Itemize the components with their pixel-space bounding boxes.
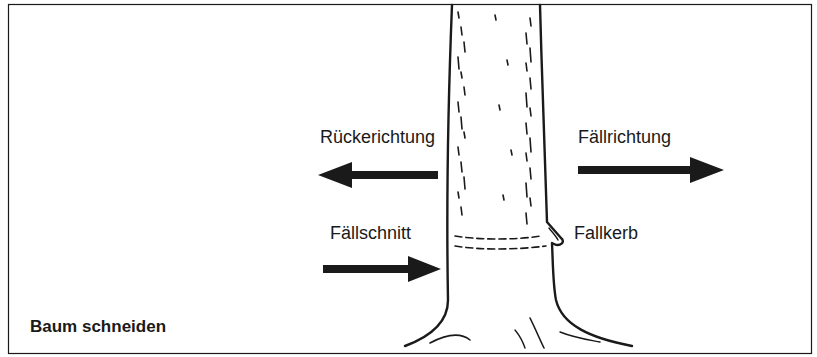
bark-stroke [458,102,459,112]
cut-label: Fällschnitt [330,222,411,244]
arrow-left [318,162,438,188]
arrow-cut [323,256,441,282]
bark-stroke [530,168,531,179]
bark-stroke [461,72,462,78]
bark-stroke [461,117,462,129]
bark-stroke [461,27,462,35]
bark-stroke [526,153,527,161]
bark-stroke [458,192,459,198]
bark-stroke [464,132,465,138]
bark-stroke [495,15,496,20]
bark-stroke [461,207,462,215]
bark-stroke [526,93,527,107]
caption: Baum schneiden [30,316,166,337]
bark-stroke [499,105,500,110]
bark-stroke [464,87,465,95]
bark-stroke [526,183,527,197]
frame [9,5,812,354]
bark-stroke [458,12,459,18]
bark-stroke [464,177,465,189]
bark-texture [458,12,531,224]
notch-label: Fallkerb [574,222,638,244]
direction-label: Rückerichtung [320,126,435,148]
bark-stroke [526,63,527,71]
arrow-right [578,157,724,183]
bark-stroke [530,18,531,26]
bark-stroke [507,60,508,65]
bark-stroke [530,48,531,62]
direction-label: Fällrichtung [578,126,671,148]
bark-stroke [530,78,531,89]
bark-stroke [530,198,531,206]
bark-stroke [530,138,531,152]
bark-stroke [526,213,527,224]
arrows [318,157,724,282]
bark-stroke [526,33,527,44]
bark-stroke [526,123,527,134]
bark-stroke [458,57,459,69]
bark-stroke [511,150,512,155]
tree-trunk [405,5,632,348]
bark-stroke [464,42,465,52]
bark-stroke [530,108,531,116]
bark-stroke [461,162,462,172]
bark-stroke [503,195,504,200]
bark-stroke [458,147,459,155]
